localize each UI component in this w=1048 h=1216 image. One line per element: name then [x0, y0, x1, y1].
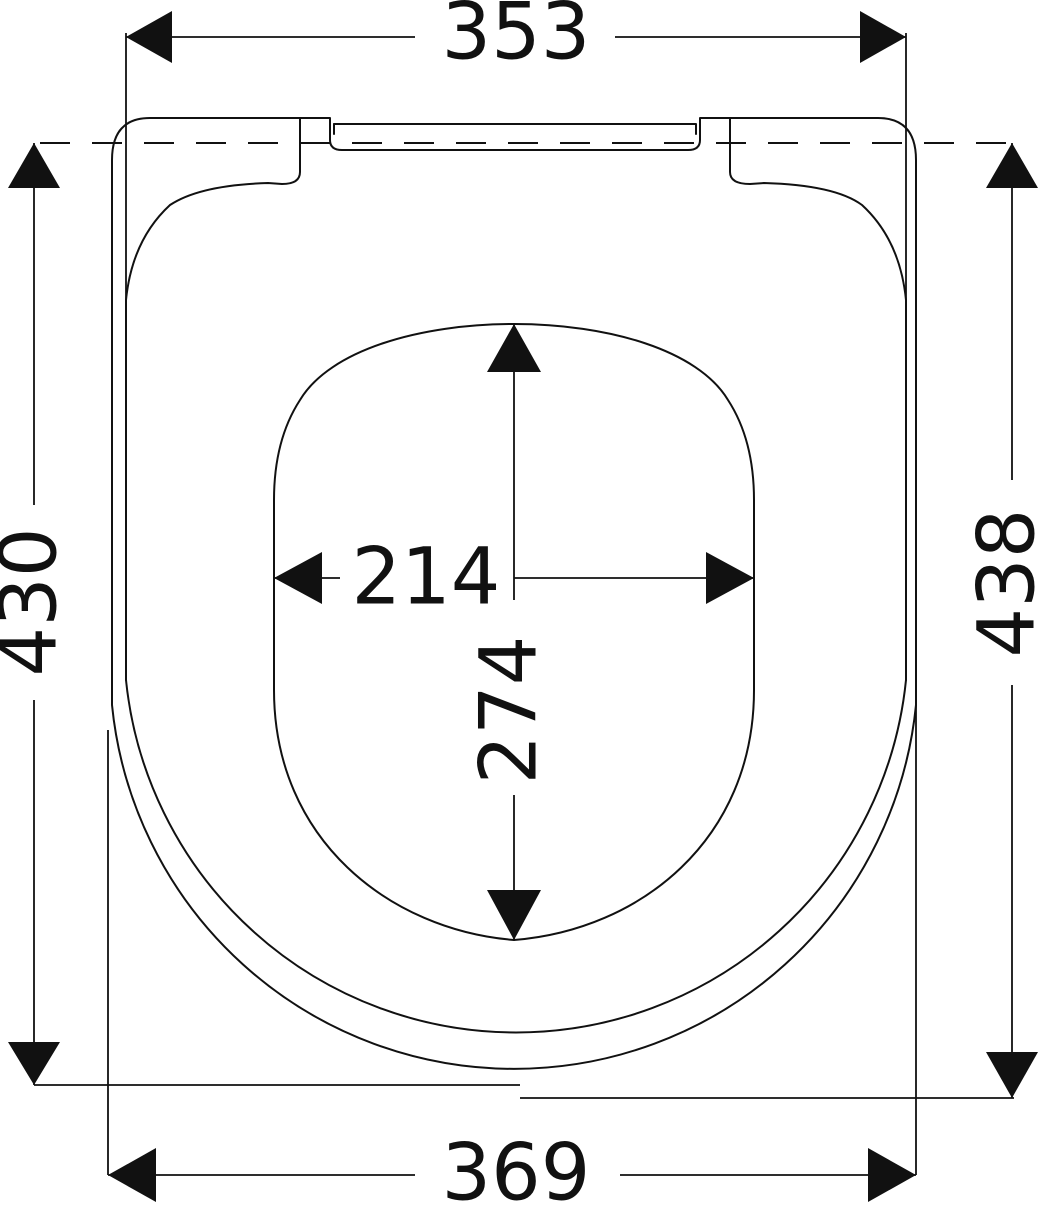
dimension-label-353: 353 [442, 0, 591, 77]
dimension-label-438: 438 [962, 509, 1048, 658]
dimension-label-430: 430 [0, 528, 74, 677]
lid-outer-outline [111, 117, 917, 1070]
arrowhead-down [986, 1052, 1038, 1098]
dimension-opening-length: 274 [464, 324, 554, 940]
seat-top-edge-right [729, 117, 907, 681]
arrowhead-left [126, 11, 172, 63]
hinge-recess [299, 117, 731, 151]
arrowhead-left [274, 552, 322, 604]
arrowhead-down [8, 1042, 60, 1085]
arrowhead-up [986, 143, 1038, 188]
seat-top-edge [125, 117, 301, 681]
dimension-label-214: 214 [352, 532, 501, 622]
arrowhead-up [487, 324, 541, 372]
arrowhead-right [706, 552, 754, 604]
arrowhead-up [8, 143, 60, 188]
dimension-top-width: 353 [126, 0, 906, 77]
dimension-bottom-width: 369 [108, 1128, 916, 1216]
arrowhead-right [868, 1148, 916, 1202]
dimension-label-274: 274 [464, 636, 554, 785]
dimension-label-369: 369 [442, 1128, 591, 1216]
arrowhead-left [108, 1148, 156, 1202]
lid-inner-edge [125, 679, 907, 1034]
arrowhead-down [487, 890, 541, 940]
dimension-left-height: 430 [0, 143, 74, 1085]
dimension-opening-width: 214 [274, 532, 754, 622]
arrowhead-right [860, 11, 906, 63]
hinge-recess-inner [333, 123, 697, 135]
dimension-right-height: 438 [962, 143, 1048, 1098]
